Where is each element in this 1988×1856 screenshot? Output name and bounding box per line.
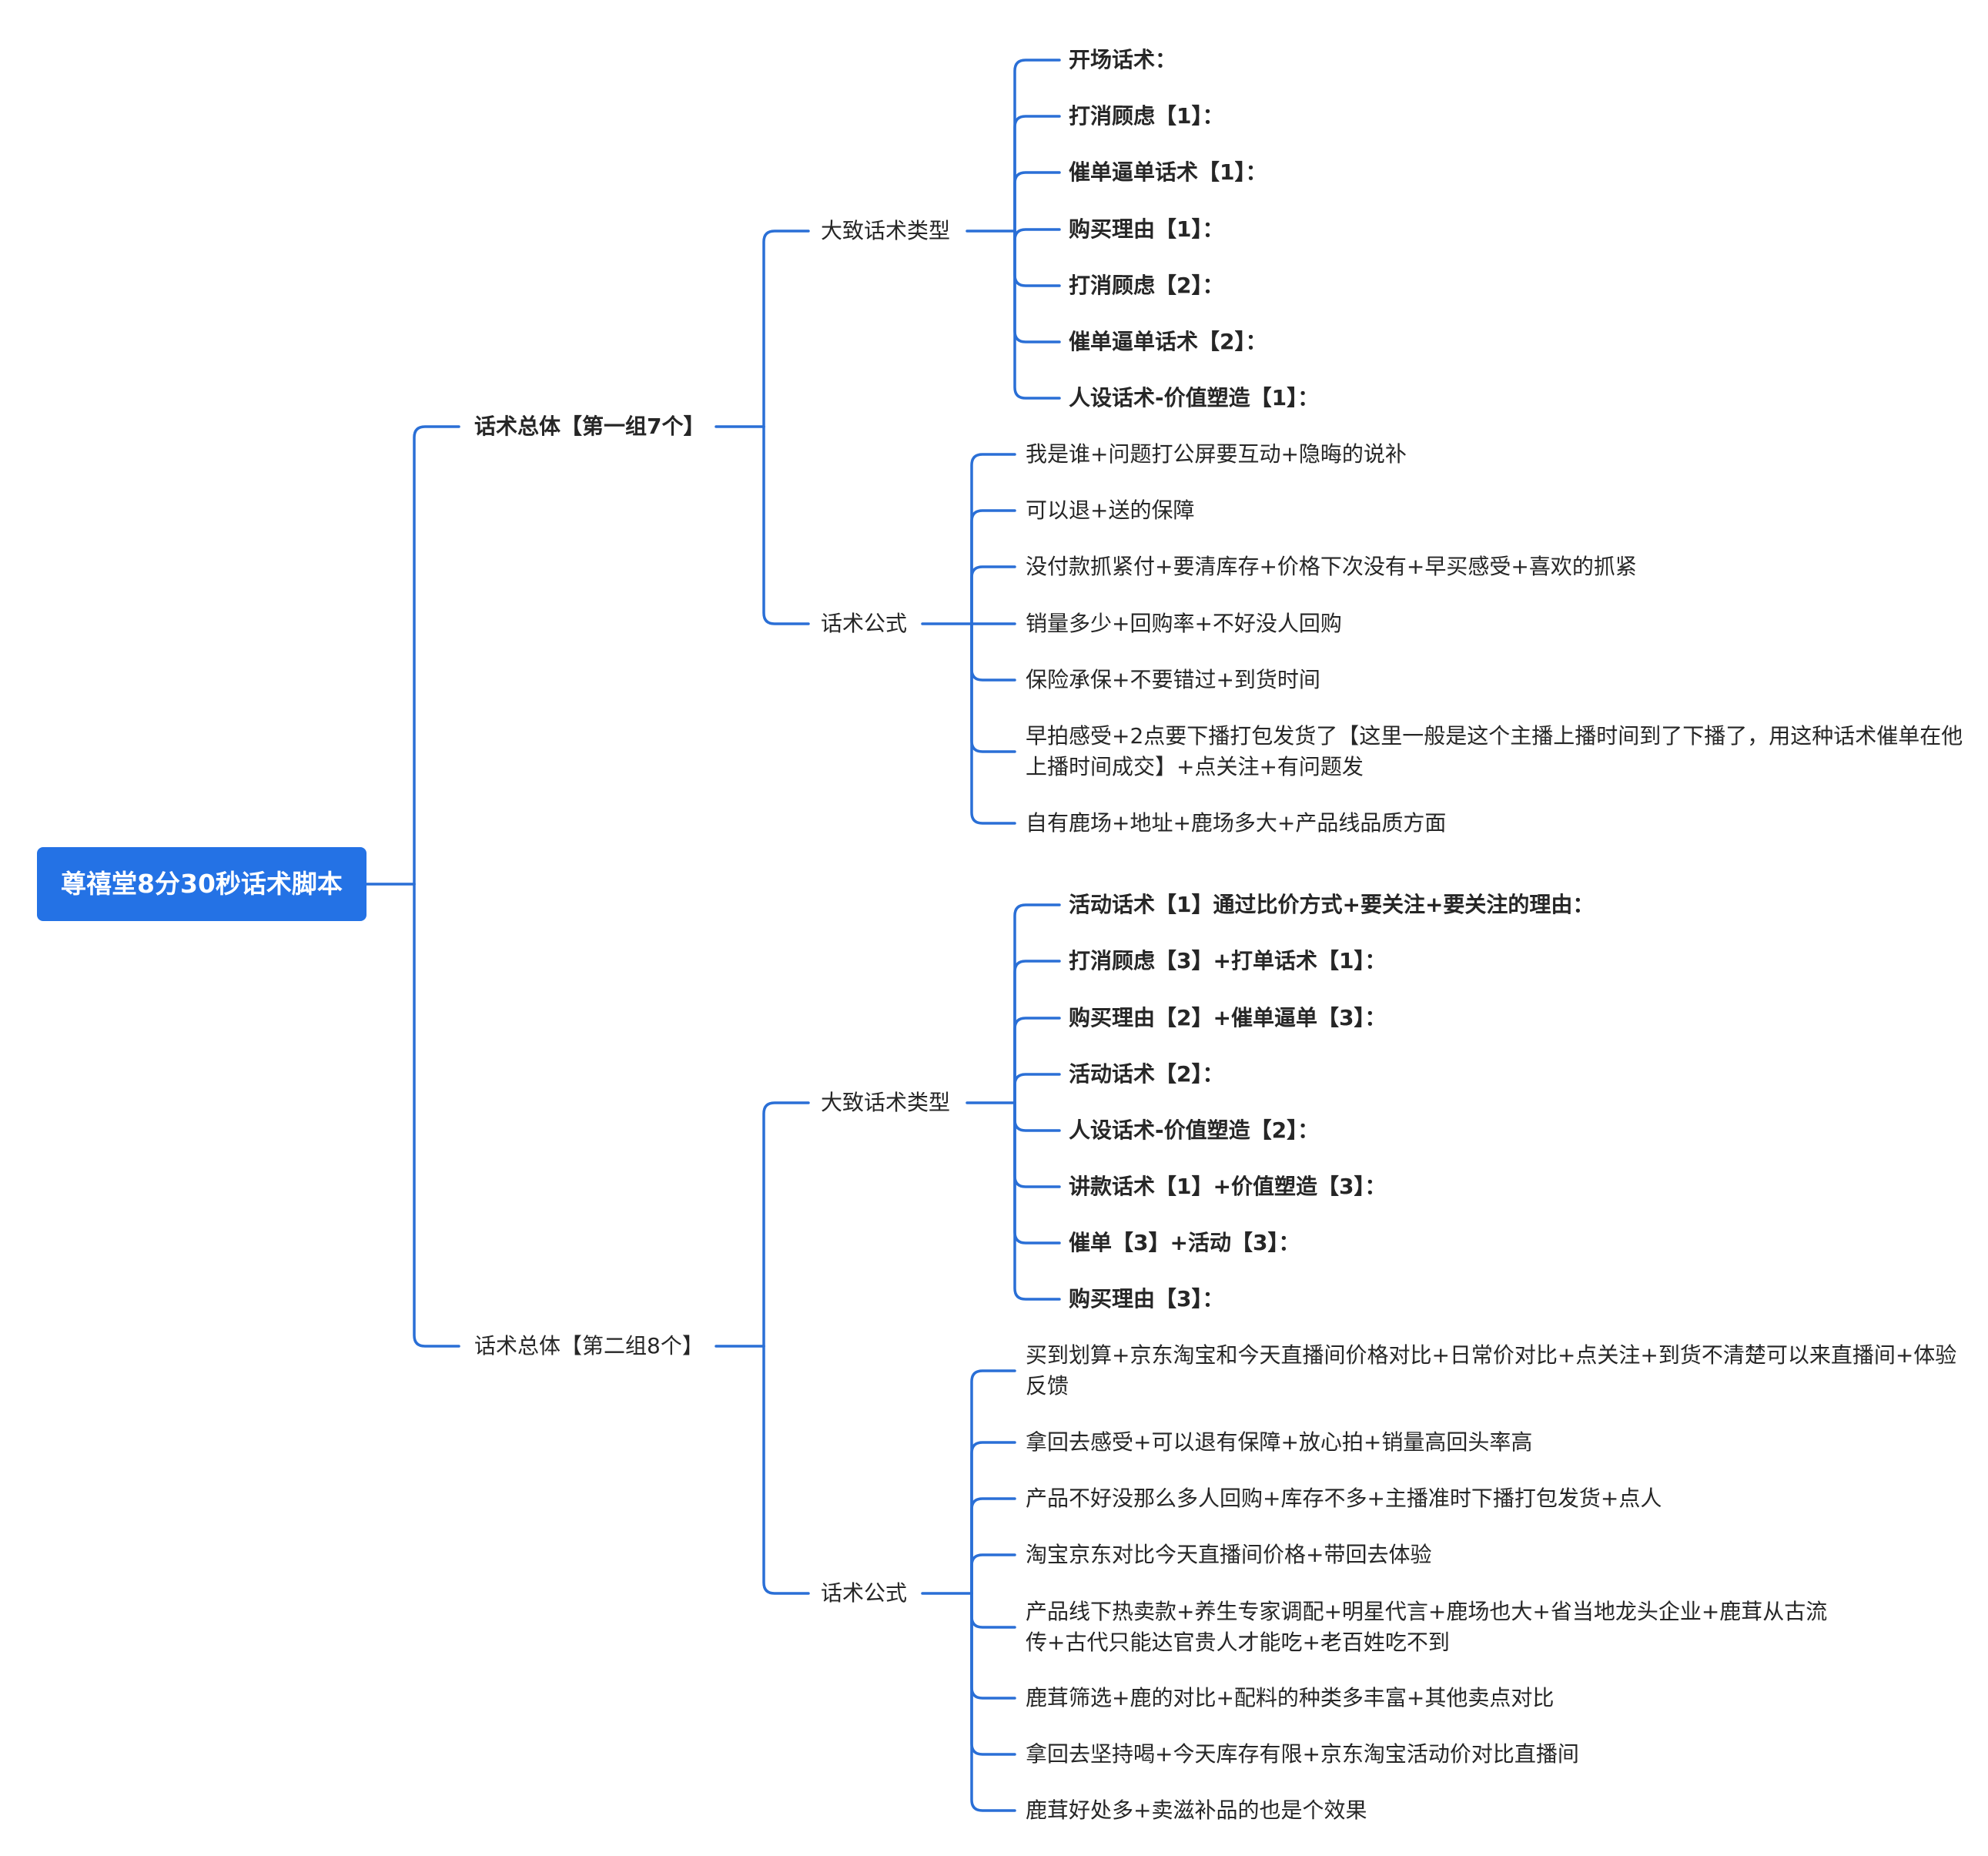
root-connector-branch	[413, 883, 460, 1348]
g1-formula-connector-branch	[970, 622, 1016, 753]
g1-formula-item[interactable]: 我是谁+问题打公屏要互动+隐晦的说补	[1026, 441, 1407, 467]
g2-types-connector-branch	[1013, 1073, 1061, 1104]
g1-types-connector-branch	[1013, 171, 1061, 233]
group-1-formula-node[interactable]: 话术公式	[821, 611, 908, 636]
g2-types-connector-branch	[1013, 1017, 1061, 1104]
g1-formula-item[interactable]: 销量多少+回购率+不好没人回购	[1026, 611, 1342, 636]
g2-types-connector-branch	[1013, 1101, 1061, 1132]
g2-types-connector-branch	[1013, 960, 1061, 1104]
g2-type-item[interactable]: 购买理由【2】+催单逼单【3】：	[1069, 1005, 1387, 1030]
g2-formula-connector-branch	[970, 1441, 1016, 1595]
g2-formula-connector-branch	[970, 1592, 1016, 1629]
group-1-types-node[interactable]: 大致话术类型	[821, 218, 951, 243]
g2-type-item[interactable]: 打消顾虑【3】+打单话术【1】：	[1069, 948, 1387, 973]
g2-formula-item[interactable]: 产品不好没那么多人回购+库存不多+主播准时下播打包发货+点人	[1026, 1486, 1662, 1511]
g1-type-item[interactable]: 打消顾虑【2】：	[1069, 273, 1224, 298]
group2-connector-branch	[762, 1101, 810, 1348]
g1-formula-item[interactable]: 保险承保+不要错过+到货时间	[1026, 667, 1320, 692]
g2-type-item[interactable]: 讲款话术【1】+价值塑造【3】：	[1069, 1174, 1387, 1199]
g2-formula-item[interactable]: 产品线下热卖款+养生专家调配+明星代言+鹿场也大+省当地龙头企业+鹿茸从古流传+…	[1026, 1599, 1828, 1655]
g1-types-connector-branch	[1013, 229, 1061, 287]
g2-types-connector-branch	[1013, 1101, 1061, 1301]
g1-type-item[interactable]: 催单逼单话术【2】：	[1069, 329, 1267, 354]
group-2-types-node[interactable]: 大致话术类型	[821, 1090, 951, 1115]
g1-types-connector-branch	[1013, 228, 1061, 241]
g1-formula-connector-branch	[970, 453, 1016, 625]
g1-formula-item[interactable]: 可以退+送的保障	[1026, 498, 1195, 523]
group-2-node[interactable]: 话术总体【第二组8个】	[474, 1333, 704, 1358]
g1-formula-item[interactable]: 自有鹿场+地址+鹿场多大+产品线品质方面	[1026, 810, 1447, 836]
g2-formula-item[interactable]: 买到划算+京东淘宝和今天直播间价格对比+日常价对比+点关注+到货不清楚可以来直播…	[1026, 1342, 1957, 1399]
g2-type-item[interactable]: 催单【3】+活动【3】：	[1069, 1230, 1300, 1255]
g1-types-connector-branch	[1013, 229, 1061, 400]
g1-formula-connector-branch	[970, 622, 1016, 825]
g2-formula-connector-branch	[970, 1592, 1016, 1812]
root-connector-branch	[413, 425, 460, 886]
g1-type-item[interactable]: 催单逼单话术【1】：	[1069, 159, 1267, 185]
root-node[interactable]: 尊禧堂8分30秒话术脚本	[37, 847, 366, 921]
g2-type-item[interactable]: 购买理由【3】：	[1069, 1286, 1224, 1312]
g2-formula-item[interactable]: 拿回去坚持喝+今天库存有限+京东淘宝活动价对比直播间	[1026, 1741, 1579, 1767]
g2-types-connector-branch	[1013, 1101, 1061, 1188]
g1-formula-connector-branch	[970, 509, 1016, 625]
g1-type-item[interactable]: 开场话术：	[1069, 47, 1177, 72]
group1-connector-branch	[762, 229, 810, 428]
g1-types-connector-branch	[1013, 59, 1061, 233]
g2-formula-connector-branch	[970, 1592, 1016, 1756]
group-1-node[interactable]: 话术总体【第一组7个】	[474, 414, 705, 439]
g2-type-item[interactable]: 活动话术【1】通过比价方式+要关注+要关注的理由：	[1069, 892, 1595, 917]
g2-type-item[interactable]: 人设话术-价值塑造【2】：	[1069, 1117, 1320, 1143]
g2-formula-item[interactable]: 鹿茸好处多+卖滋补品的也是个效果	[1026, 1797, 1367, 1823]
g1-type-item[interactable]: 人设话术-价值塑造【1】：	[1069, 385, 1320, 410]
group2-connector-branch	[762, 1345, 810, 1595]
g1-type-item[interactable]: 购买理由【1】：	[1069, 216, 1224, 242]
g2-types-connector-branch	[1013, 903, 1061, 1104]
g2-type-item[interactable]: 活动话术【2】：	[1069, 1061, 1224, 1087]
group1-connector-branch	[762, 425, 810, 625]
group-2-formula-node[interactable]: 话术公式	[821, 1580, 908, 1606]
g2-formula-connector-branch	[970, 1592, 1016, 1700]
g2-formula-connector-branch	[970, 1369, 1016, 1595]
g2-formula-item[interactable]: 淘宝京东对比今天直播间价格+带回去体验	[1026, 1542, 1432, 1567]
g1-formula-connector-branch	[970, 565, 1016, 625]
g1-formula-item[interactable]: 早拍感受+2点要下播打包发货了【这里一般是这个主播上播时间到了下播了，用这种话术…	[1026, 723, 1963, 779]
g1-formula-connector-branch	[970, 622, 1016, 682]
g2-formula-item[interactable]: 鹿茸筛选+鹿的对比+配料的种类多丰富+其他卖点对比	[1026, 1685, 1555, 1710]
g2-formula-item[interactable]: 拿回去感受+可以退有保障+放心拍+销量高回头率高	[1026, 1429, 1533, 1455]
g1-formula-item[interactable]: 没付款抓紧付+要清库存+价格下次没有+早买感受+喜欢的抓紧	[1026, 554, 1637, 579]
g1-types-connector-branch	[1013, 115, 1061, 233]
g2-types-connector-branch	[1013, 1101, 1061, 1245]
g2-formula-connector-branch	[970, 1553, 1016, 1595]
g1-type-item[interactable]: 打消顾虑【1】：	[1069, 103, 1224, 129]
g2-formula-connector-branch	[970, 1497, 1016, 1595]
